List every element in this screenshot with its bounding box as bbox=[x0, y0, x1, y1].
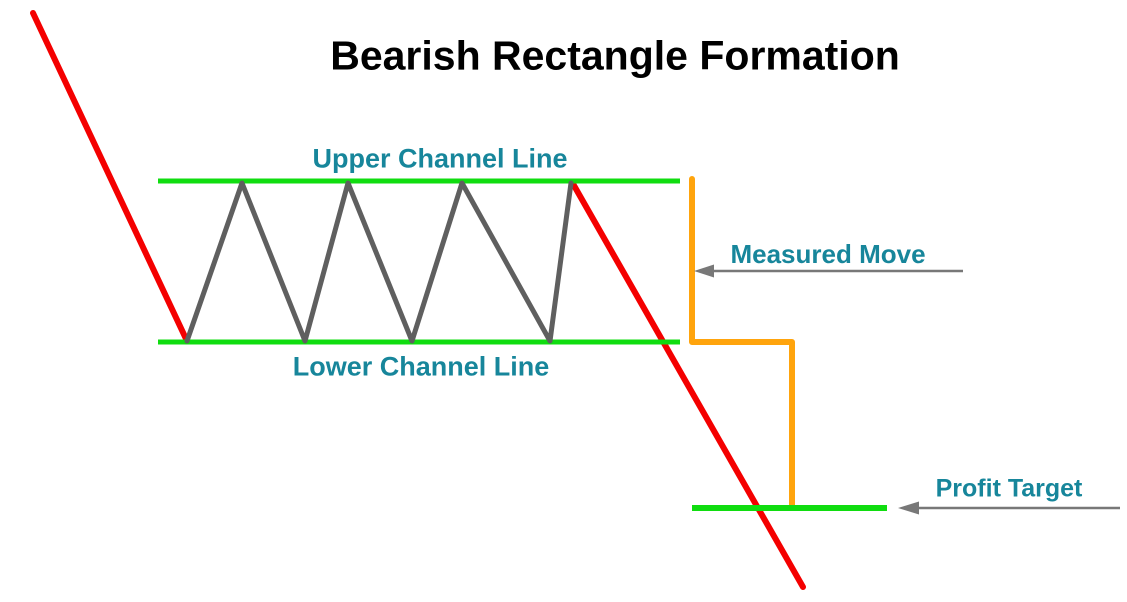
price-zigzag bbox=[184, 180, 574, 344]
downtrend-entry-line bbox=[30, 10, 190, 344]
breakdown-line bbox=[569, 179, 806, 590]
profit-target-label: Profit Target bbox=[935, 474, 1083, 503]
measured-move-arrowhead-icon bbox=[694, 264, 714, 278]
measured-move-bracket bbox=[689, 176, 795, 508]
lower-channel-label: Lower Channel Line bbox=[292, 351, 550, 382]
measured-move-label: Measured Move bbox=[730, 239, 926, 269]
diagram-title: Bearish Rectangle Formation bbox=[330, 32, 900, 79]
upper-channel-label: Upper Channel Line bbox=[312, 143, 568, 174]
profit-target-arrowhead-icon bbox=[898, 501, 919, 515]
